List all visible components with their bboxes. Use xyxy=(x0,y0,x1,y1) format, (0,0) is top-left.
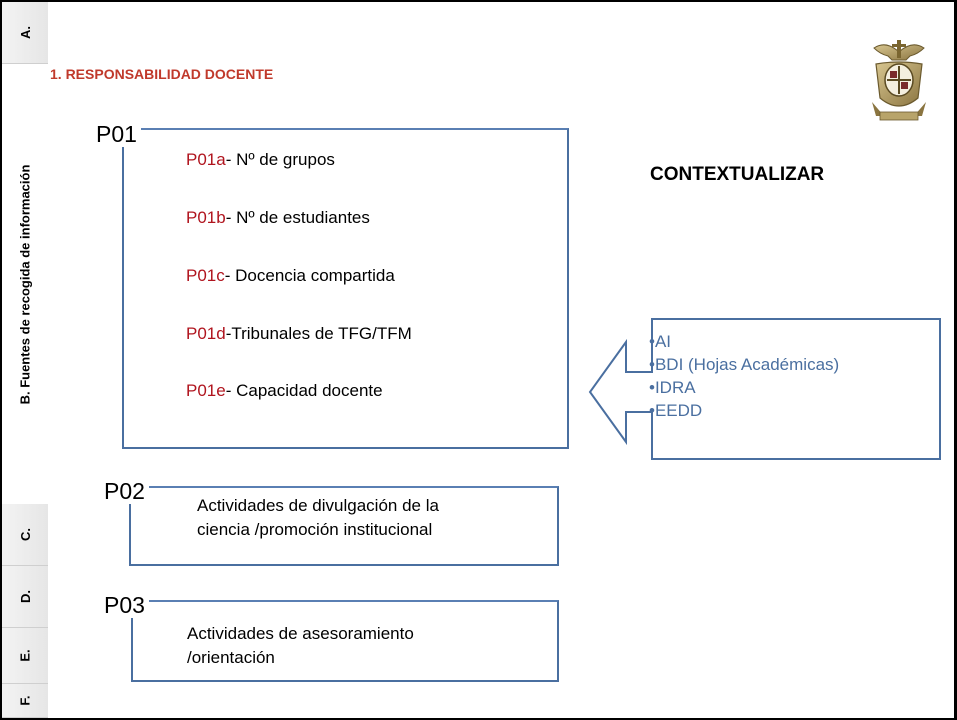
p01-item-d: P01d-Tribunales de TFG/TFM xyxy=(186,324,412,344)
p01-label: P01 xyxy=(92,121,141,147)
tab-e[interactable]: E. xyxy=(2,628,48,684)
p01d-text: -Tribunales de TFG/TFM xyxy=(225,324,412,343)
source-list: •AI •BDI (Hojas Académicas) •IDRA •EEDD xyxy=(649,330,839,422)
source-bdi: •BDI (Hojas Académicas) xyxy=(649,355,840,374)
p02-line-2: ciencia /promoción institucional xyxy=(197,520,433,539)
context-title: CONTEXTUALIZAR xyxy=(650,164,825,185)
tab-a-label: A. xyxy=(17,26,33,39)
p03-line-2: /orientación xyxy=(187,648,275,667)
tab-d-label: D. xyxy=(17,590,33,603)
tab-d[interactable]: D. xyxy=(2,566,48,628)
p02-box xyxy=(129,486,559,566)
source-ai: •AI xyxy=(649,332,672,351)
tab-b[interactable]: B. Fuentes de recogida de información xyxy=(2,64,48,504)
tab-c[interactable]: C. xyxy=(2,504,48,566)
p01c-text: - Docencia compartida xyxy=(224,266,395,285)
tab-e-label: E. xyxy=(17,649,33,662)
source-eedd: •EEDD xyxy=(649,401,703,420)
p01c-code: P01c xyxy=(186,266,225,285)
p01-item-e: P01e- Capacidad docente xyxy=(186,381,383,401)
p01d-code: P01d xyxy=(186,324,226,343)
p03-label: P03 xyxy=(100,592,149,618)
tab-f-label: F. xyxy=(17,695,33,706)
p02-text: Actividades de divulgación de la ciencia… xyxy=(197,494,439,542)
university-crest-icon xyxy=(872,40,926,121)
p02-label: P02 xyxy=(100,478,149,504)
p03-text: Actividades de asesoramiento /orientació… xyxy=(187,622,414,670)
source-idra: •IDRA xyxy=(649,378,696,397)
tab-f[interactable]: F. xyxy=(2,684,48,718)
p01a-text: - Nº de grupos xyxy=(225,150,335,169)
p01-item-b: P01b- Nº de estudiantes xyxy=(186,208,370,228)
p02-line-1: Actividades de divulgación de la xyxy=(197,496,439,515)
tab-strip: A. B. Fuentes de recogida de información… xyxy=(2,2,48,718)
p01-box xyxy=(122,128,569,449)
tab-c-label: C. xyxy=(17,528,33,541)
p01-item-a: P01a- Nº de grupos xyxy=(186,150,335,170)
section-title: 1. RESPONSABILIDAD DOCENTE xyxy=(50,66,274,82)
p03-line-1: Actividades de asesoramiento xyxy=(187,624,414,643)
left-arrow-callout xyxy=(588,318,941,460)
p01e-text: - Capacidad docente xyxy=(225,381,383,400)
p01-item-c: P01c- Docencia compartida xyxy=(186,266,395,286)
p01b-code: P01b xyxy=(186,208,226,227)
p01e-code: P01e xyxy=(186,381,226,400)
p03-box xyxy=(131,600,559,682)
tab-a[interactable]: A. xyxy=(2,2,48,64)
tab-b-label: B. Fuentes de recogida de información xyxy=(17,164,33,404)
p01b-text: - Nº de estudiantes xyxy=(225,208,370,227)
p01a-code: P01a xyxy=(186,150,226,169)
